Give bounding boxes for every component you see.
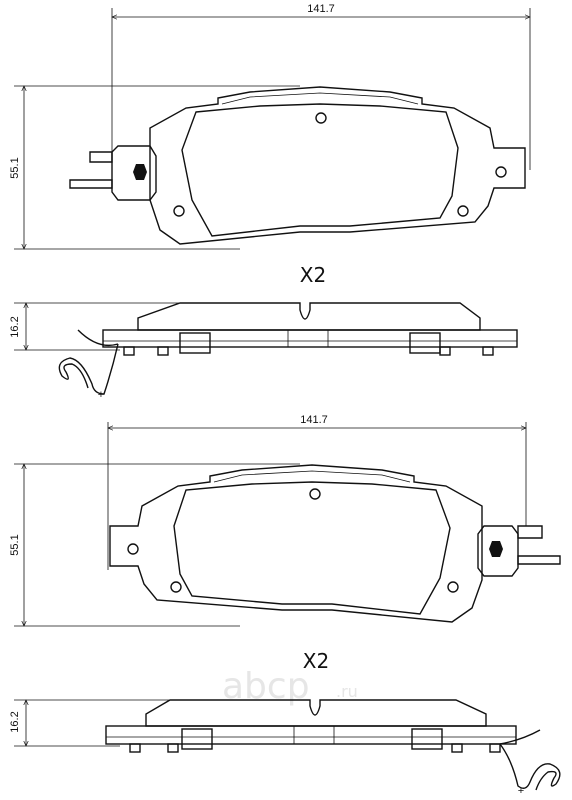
bottom-height-label: 55.1 bbox=[9, 534, 21, 555]
top-side-hole bbox=[495, 166, 507, 178]
top-center-hole bbox=[315, 112, 327, 124]
bottom-side-tab-1 bbox=[129, 743, 141, 753]
top-right-hole bbox=[457, 205, 469, 217]
top-quantity-label: X2 bbox=[300, 263, 326, 287]
bottom-wear-clip bbox=[477, 525, 519, 577]
top-side-tab-1 bbox=[157, 346, 169, 356]
bottom-pad-side-view: 16.2 + bbox=[9, 699, 561, 797]
top-left-hole bbox=[173, 205, 185, 217]
bottom-side-friction bbox=[145, 699, 487, 727]
top-side-clip-right bbox=[409, 332, 441, 354]
bottom-width-label: 141.7 bbox=[300, 414, 328, 426]
top-side-clip-left bbox=[179, 332, 211, 354]
top-plate-rim bbox=[221, 92, 419, 105]
bottom-center-hole bbox=[309, 488, 321, 500]
bottom-side-tab-3 bbox=[451, 743, 463, 753]
bottom-side-plate bbox=[105, 725, 517, 745]
bottom-sensor-plug-icon bbox=[489, 541, 503, 557]
bottom-plate-rim bbox=[213, 470, 411, 483]
top-thickness-label: 16.2 bbox=[9, 316, 21, 337]
bottom-clip-tab-upper bbox=[517, 525, 543, 539]
bottom-pad-front-view: 141.7 55.1 bbox=[9, 414, 561, 626]
bottom-side-tab-2 bbox=[167, 743, 179, 753]
bottom-spring-plus: + bbox=[518, 785, 524, 797]
top-pad-front-view: 141.7 55.1 bbox=[9, 3, 530, 249]
watermark-logo: abcp .ru bbox=[222, 666, 358, 707]
top-side-plate bbox=[102, 329, 518, 348]
bottom-right-hole bbox=[170, 581, 182, 593]
bottom-side-clip-right bbox=[411, 728, 443, 750]
top-side-tab-4 bbox=[482, 346, 494, 356]
top-clip-tab-lower bbox=[69, 179, 113, 189]
top-height-label: 55.1 bbox=[9, 157, 21, 178]
watermark-suffix: .ru bbox=[336, 682, 358, 701]
top-wear-clip bbox=[111, 145, 157, 201]
bottom-left-hole bbox=[447, 581, 459, 593]
bottom-side-hole bbox=[127, 543, 139, 555]
top-backing-plate bbox=[149, 86, 526, 245]
top-friction-material bbox=[181, 103, 459, 237]
top-spring-plus: + bbox=[98, 389, 104, 401]
top-clip-tab-upper bbox=[89, 151, 113, 163]
bottom-thickness-label: 16.2 bbox=[9, 711, 21, 732]
top-side-friction bbox=[137, 302, 481, 331]
top-pad-side-view: 16.2 + bbox=[9, 302, 518, 401]
top-spring-clip bbox=[58, 329, 119, 395]
top-width-label: 141.7 bbox=[307, 3, 335, 15]
bottom-side-clip-left bbox=[181, 728, 213, 750]
top-side-tab-2 bbox=[123, 346, 135, 356]
bottom-spring-clip bbox=[499, 729, 561, 791]
bottom-side-tab-4 bbox=[489, 743, 501, 753]
bottom-clip-tab-lower bbox=[517, 555, 561, 565]
bottom-friction-material bbox=[173, 481, 451, 615]
watermark-text: abcp bbox=[222, 666, 310, 707]
top-sensor-plug-icon bbox=[133, 164, 147, 180]
bottom-quantity-label: X2 bbox=[303, 649, 329, 673]
top-side-tab-3 bbox=[439, 346, 451, 356]
bottom-backing-plate bbox=[109, 464, 483, 623]
